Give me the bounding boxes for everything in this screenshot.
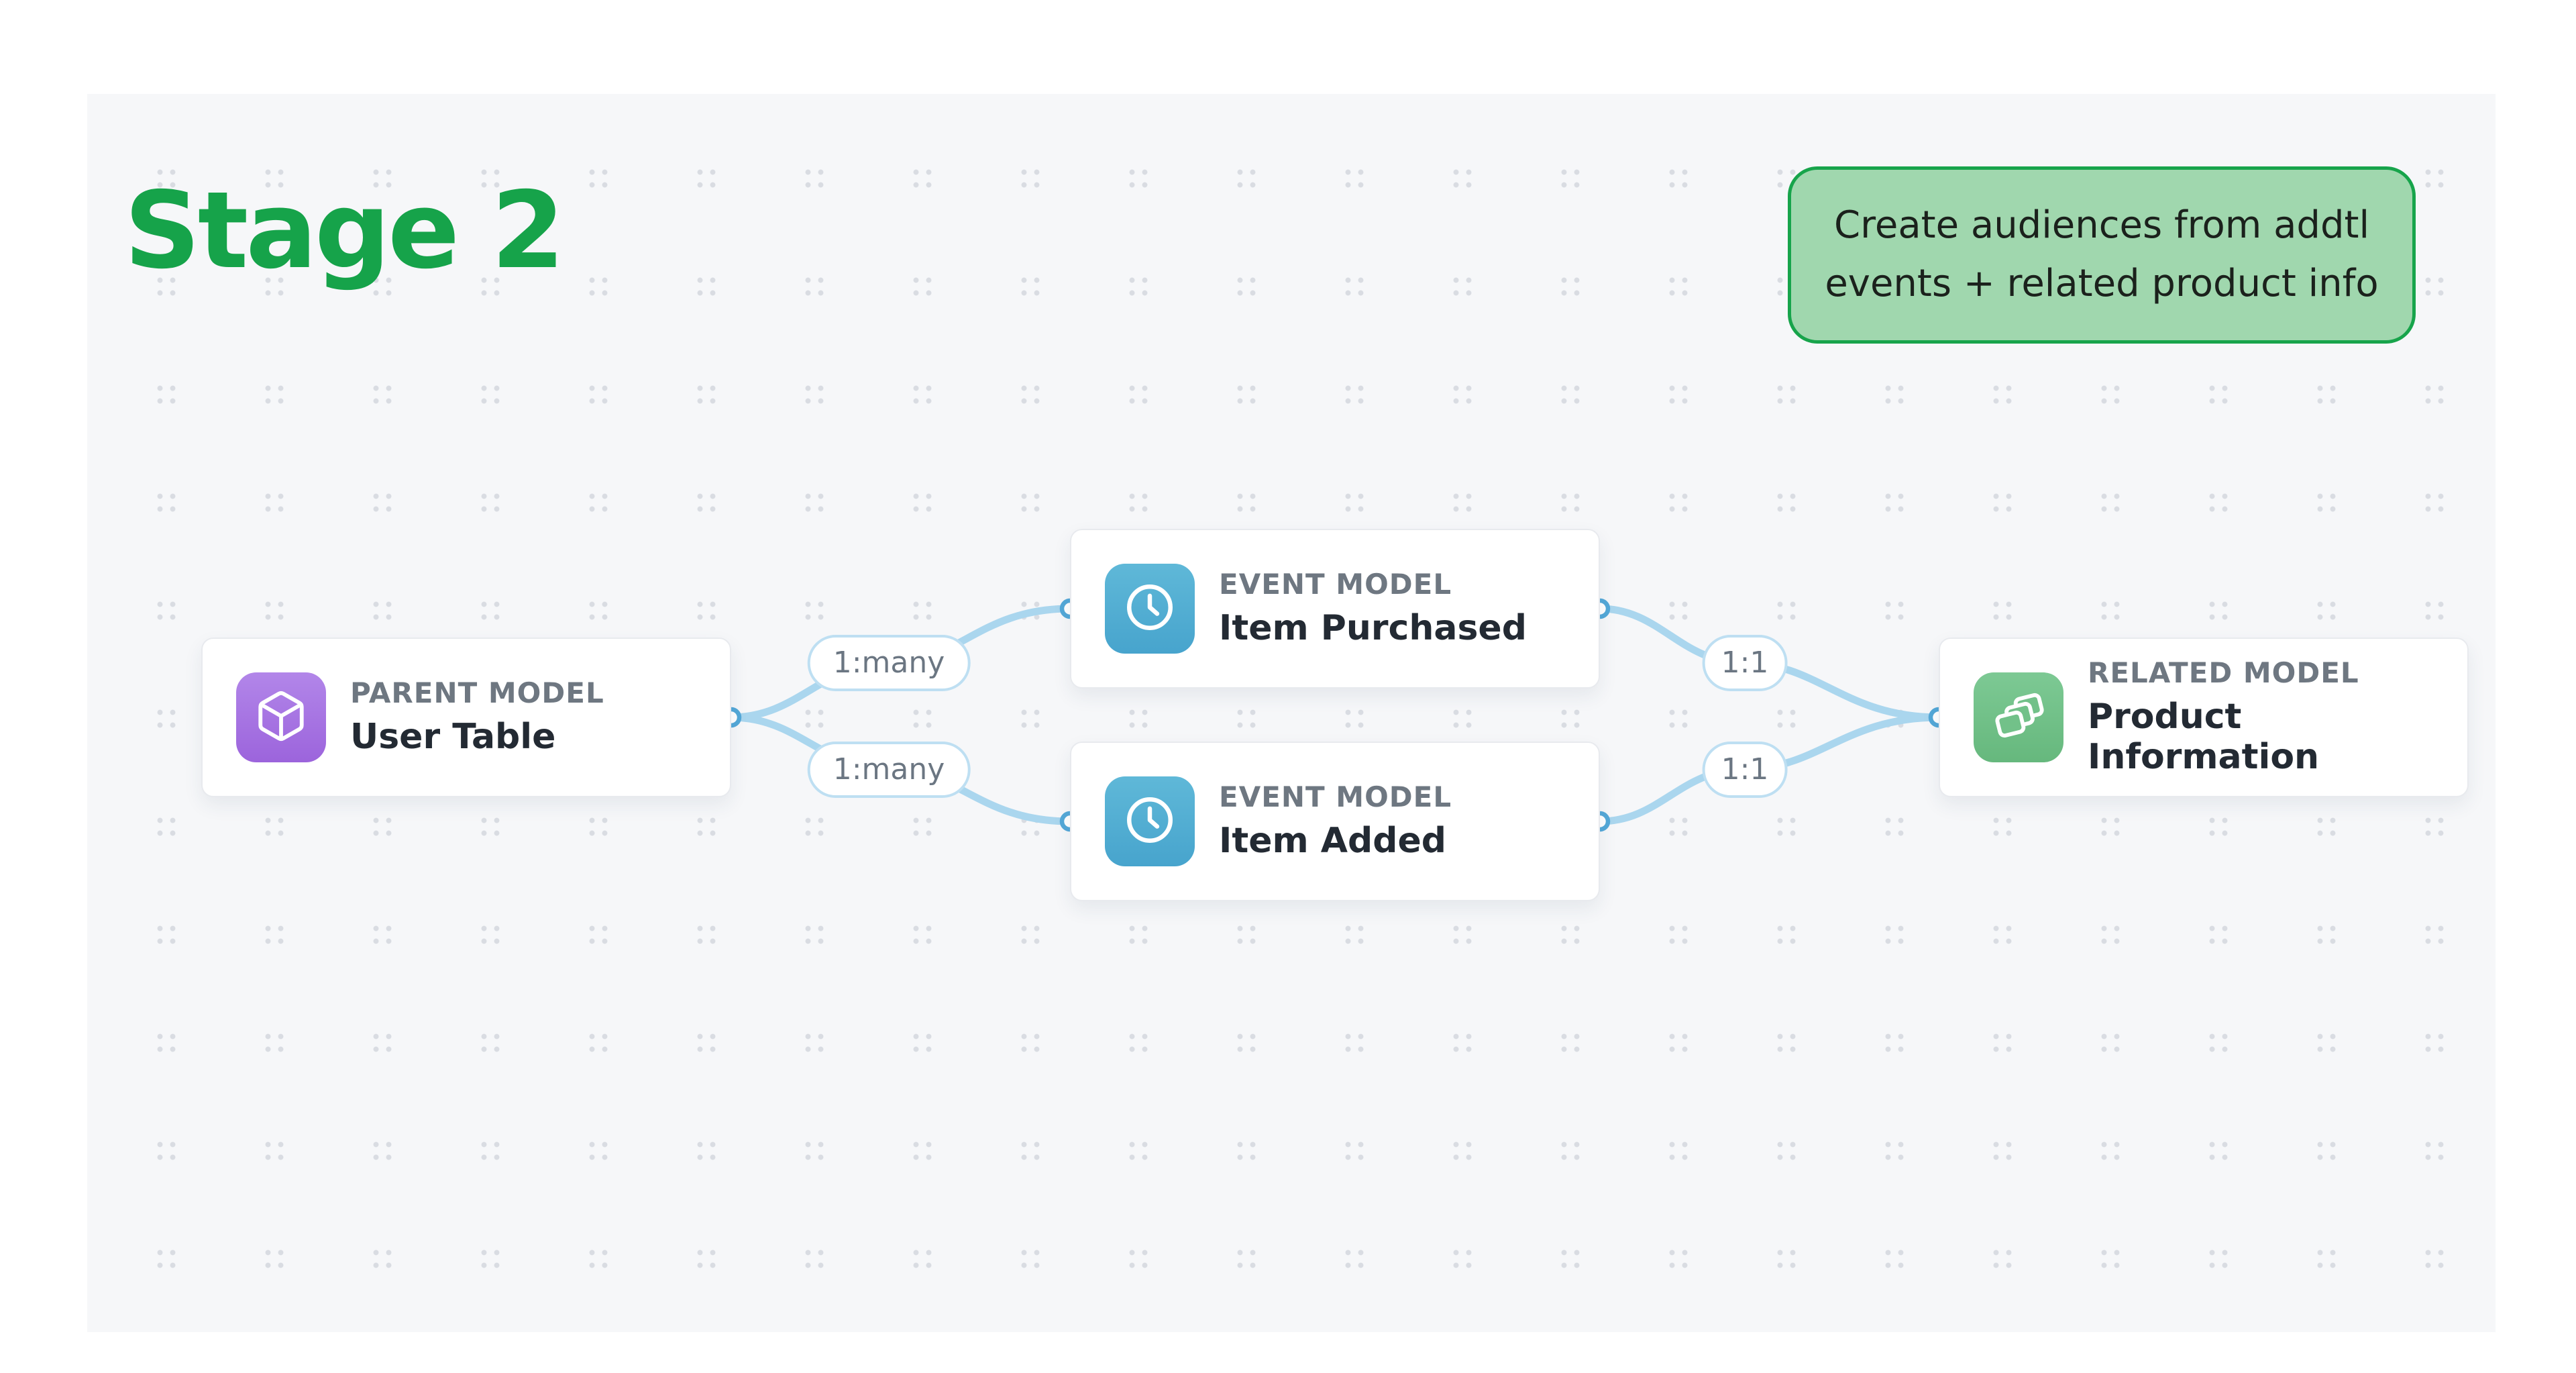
node-name: User Table [350, 717, 556, 758]
page-title: Stage 2 [124, 169, 565, 293]
node-icon-tile [1105, 564, 1195, 654]
cube-icon [254, 689, 309, 746]
relationship-pill[interactable]: 1:many [807, 635, 971, 691]
node-icon-tile [1974, 672, 2063, 762]
node-event-model-item-added[interactable]: EVENT MODEL Item Added [1070, 742, 1600, 901]
clock-icon [1122, 793, 1177, 850]
relationship-pill[interactable]: 1:1 [1702, 635, 1788, 691]
node-event-model-item-purchased[interactable]: EVENT MODEL Item Purchased [1070, 529, 1600, 689]
layers-icon [1991, 689, 2046, 746]
node-type-label: RELATED MODEL [2088, 656, 2359, 690]
node-icon-tile [236, 672, 326, 762]
annotation-text: Create audiences from addtl events + rel… [1825, 203, 2379, 305]
node-type-label: EVENT MODEL [1219, 567, 1452, 601]
node-icon-tile [1105, 776, 1195, 866]
node-type-label: PARENT MODEL [350, 676, 604, 709]
node-type-label: EVENT MODEL [1219, 780, 1452, 813]
relationship-pill[interactable]: 1:many [807, 742, 971, 798]
diagram-canvas: Stage 2 Create audiences from addtl even… [87, 94, 2496, 1332]
relationship-pill[interactable]: 1:1 [1702, 742, 1788, 798]
node-name: Item Purchased [1219, 608, 1527, 649]
node-name: Product Information [2088, 697, 2320, 778]
node-name: Item Added [1219, 821, 1446, 862]
node-related-model[interactable]: RELATED MODEL Product Information [1939, 638, 2469, 797]
node-parent-model[interactable]: PARENT MODEL User Table [201, 638, 731, 797]
annotation-callout: Create audiences from addtl events + rel… [1788, 166, 2416, 344]
clock-icon [1122, 580, 1177, 638]
